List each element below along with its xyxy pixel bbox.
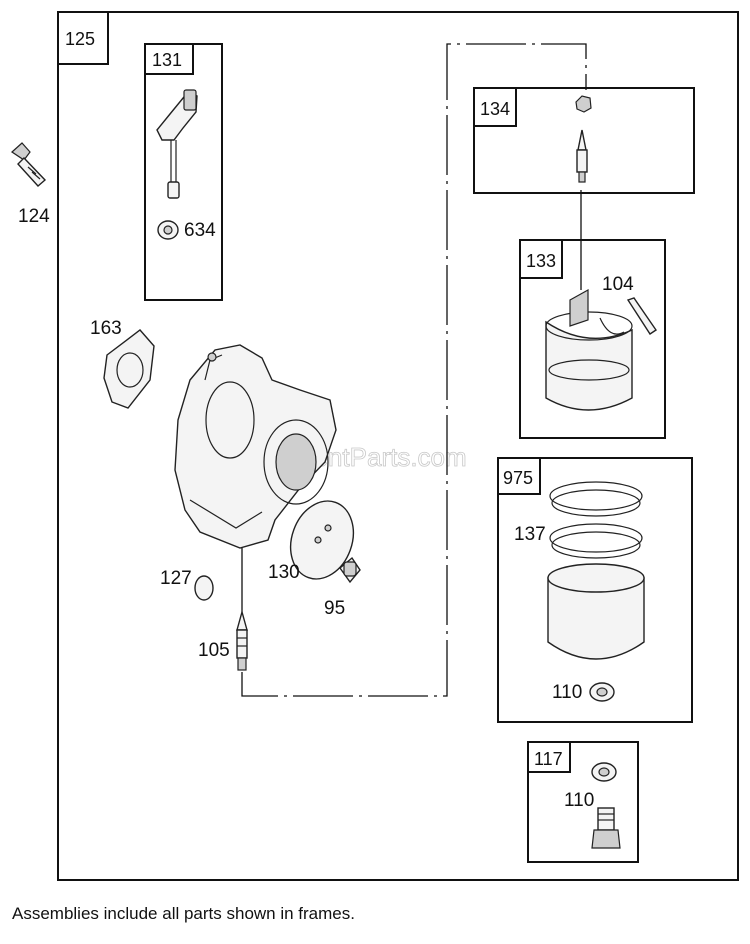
float-needle-icon bbox=[156, 89, 198, 199]
frame-134: 134 bbox=[473, 87, 695, 194]
part-label-124: 124 bbox=[18, 206, 50, 227]
part-label-127: 127 bbox=[160, 568, 192, 589]
part-label-634: 634 bbox=[184, 220, 216, 241]
bolt-124-icon bbox=[11, 142, 47, 187]
frame-133: 133 bbox=[519, 239, 666, 439]
fitting-95-icon bbox=[339, 556, 361, 584]
oring-127-icon bbox=[194, 575, 214, 601]
part-label-105: 105 bbox=[198, 640, 230, 661]
gasket-163-icon bbox=[103, 329, 155, 409]
frame-125: 125 bbox=[57, 11, 739, 881]
needle-105-icon bbox=[236, 548, 248, 671]
disc-130-icon bbox=[289, 500, 355, 580]
frame-117-label: 117 bbox=[534, 749, 563, 769]
part-label-130: 130 bbox=[268, 562, 300, 583]
frame-131-label: 131 bbox=[152, 50, 182, 70]
frame-134-label: 134 bbox=[480, 99, 510, 119]
footnote: Assemblies include all parts shown in fr… bbox=[12, 904, 355, 923]
frame-117: 117 bbox=[527, 741, 639, 863]
part-label-163: 163 bbox=[90, 318, 122, 339]
part-label-110-117: 110 bbox=[564, 790, 594, 811]
part-label-137: 137 bbox=[514, 524, 546, 545]
bowl-and-gasket-137-icon bbox=[547, 481, 645, 660]
washer-110-117-icon bbox=[591, 762, 617, 782]
bolt-117-icon bbox=[591, 807, 621, 849]
pin-104-icon bbox=[626, 297, 657, 335]
part-label-110-975: 110 bbox=[552, 682, 582, 703]
frame-975-label: 975 bbox=[503, 468, 533, 488]
part-label-95: 95 bbox=[324, 598, 345, 619]
inlet-needle-134-icon bbox=[575, 95, 592, 183]
carburetor-body-icon bbox=[174, 344, 337, 549]
part-label-104: 104 bbox=[602, 274, 634, 295]
frame-131: 131 bbox=[144, 43, 223, 301]
frame-133-label: 133 bbox=[526, 251, 556, 271]
frame-125-label: 125 bbox=[65, 29, 95, 49]
connector-lines bbox=[241, 43, 587, 697]
float-133-icon bbox=[545, 288, 633, 411]
washer-110-icon bbox=[589, 682, 615, 702]
seat-634-icon bbox=[157, 220, 179, 240]
frame-975: 975 bbox=[497, 457, 693, 723]
